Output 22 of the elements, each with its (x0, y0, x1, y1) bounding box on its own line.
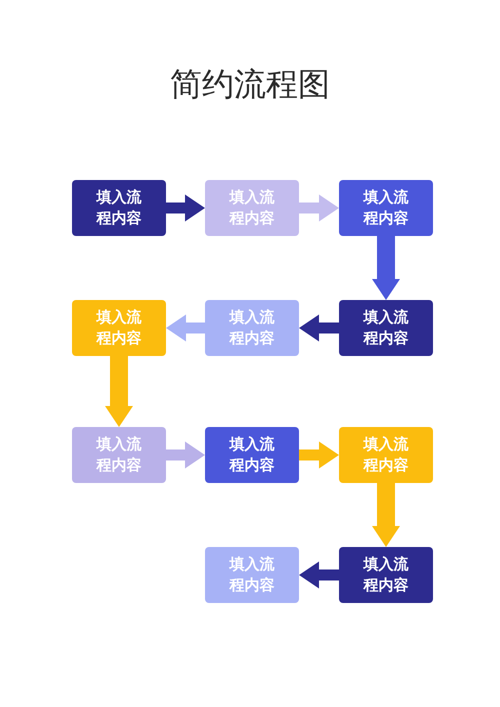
process-box: 填入流程内容 (339, 300, 433, 356)
arrow (299, 314, 339, 342)
process-box: 填入流程内容 (72, 427, 166, 483)
arrow (166, 442, 205, 468)
arrow (299, 194, 339, 222)
arrow (299, 562, 339, 588)
process-box: 填入流程内容 (205, 547, 299, 603)
arrow (166, 314, 205, 342)
process-box: 填入流程内容 (339, 180, 433, 236)
arrow (299, 442, 339, 468)
process-box: 填入流程内容 (72, 180, 166, 236)
process-box: 填入流程内容 (339, 547, 433, 603)
process-box: 填入流程内容 (205, 427, 299, 483)
arrow (166, 194, 205, 222)
arrow (372, 483, 400, 547)
title: 简约流程图 (170, 64, 330, 104)
arrow (105, 356, 133, 427)
process-box: 填入流程内容 (339, 427, 433, 483)
process-box: 填入流程内容 (72, 300, 166, 356)
arrow (372, 236, 400, 300)
process-box: 填入流程内容 (205, 300, 299, 356)
process-box: 填入流程内容 (205, 180, 299, 236)
